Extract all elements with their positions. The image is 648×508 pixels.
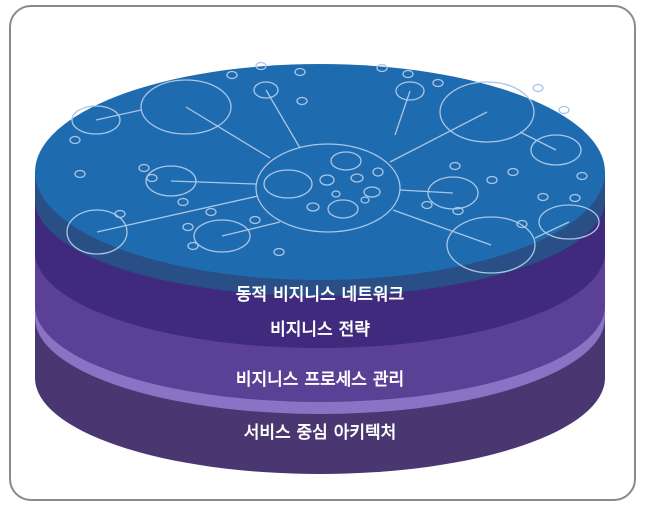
network-dot [187,241,199,251]
network-node [427,176,479,210]
network-dot [294,67,306,77]
network-link [96,195,259,233]
network-dot [205,207,217,217]
network-dot [421,200,433,210]
network-link [221,221,281,237]
network-node [395,81,425,101]
network-link [392,209,492,246]
network-dot [452,206,464,216]
network-dot [114,209,126,219]
network-inner-node [372,167,384,177]
network-node [446,216,536,274]
network-inner-node [360,196,370,204]
network-dot [532,83,544,93]
network-dot [255,61,267,71]
network-dot [296,96,308,106]
network-inner-node [306,202,320,212]
network-node [253,81,279,99]
top-disc [35,64,605,280]
network-node [140,79,232,135]
network-link [519,131,557,151]
network-dot [507,167,519,177]
network-link [185,106,271,159]
network-illustration [66,61,600,274]
network-inner-node [350,173,364,183]
network-dot [138,163,150,173]
network-dot [177,197,189,207]
network-link [389,111,488,163]
network-dot [576,171,588,181]
network-dot [449,161,461,171]
layer-dynamic-network [35,61,605,296]
network-dot [146,173,158,183]
network-dot [182,222,194,232]
network-dot [226,70,238,80]
network-dot [249,215,261,225]
network-link [170,180,257,185]
label-service-architecture: 서비스 중심 아키텍처 [244,423,397,443]
network-dot [432,78,444,88]
network-node [538,204,600,240]
network-dot [516,219,528,229]
network-inner-node [330,151,362,171]
network-node [145,165,197,197]
network-inner-node [319,174,335,186]
network-link [399,189,454,194]
network-node [66,209,128,255]
network-dot [376,63,388,73]
network-link [265,89,301,149]
network-node [530,134,582,166]
network-dot [558,105,570,115]
network-dot [74,169,86,179]
network-inner-node [327,199,359,219]
network-inner-node [363,186,381,198]
network-node [71,105,121,135]
network-dot [402,69,414,79]
network-dot [537,192,549,202]
network-dot [569,193,581,203]
network-link [534,221,570,239]
network-node [439,81,535,143]
network-dot [486,175,498,185]
network-inner-node [263,169,313,199]
network-dot [69,135,81,145]
network-node [193,219,251,253]
network-hub [255,143,401,233]
network-link [394,90,411,136]
network-dot [273,247,285,257]
network-inner-node [331,190,341,198]
label-business-process: 비지니스 프로세스 관리 [236,370,404,390]
label-dynamic-network: 동적 비지니스 네트워크 [236,285,405,305]
label-business-strategy: 비지니스 전략 [270,320,370,340]
